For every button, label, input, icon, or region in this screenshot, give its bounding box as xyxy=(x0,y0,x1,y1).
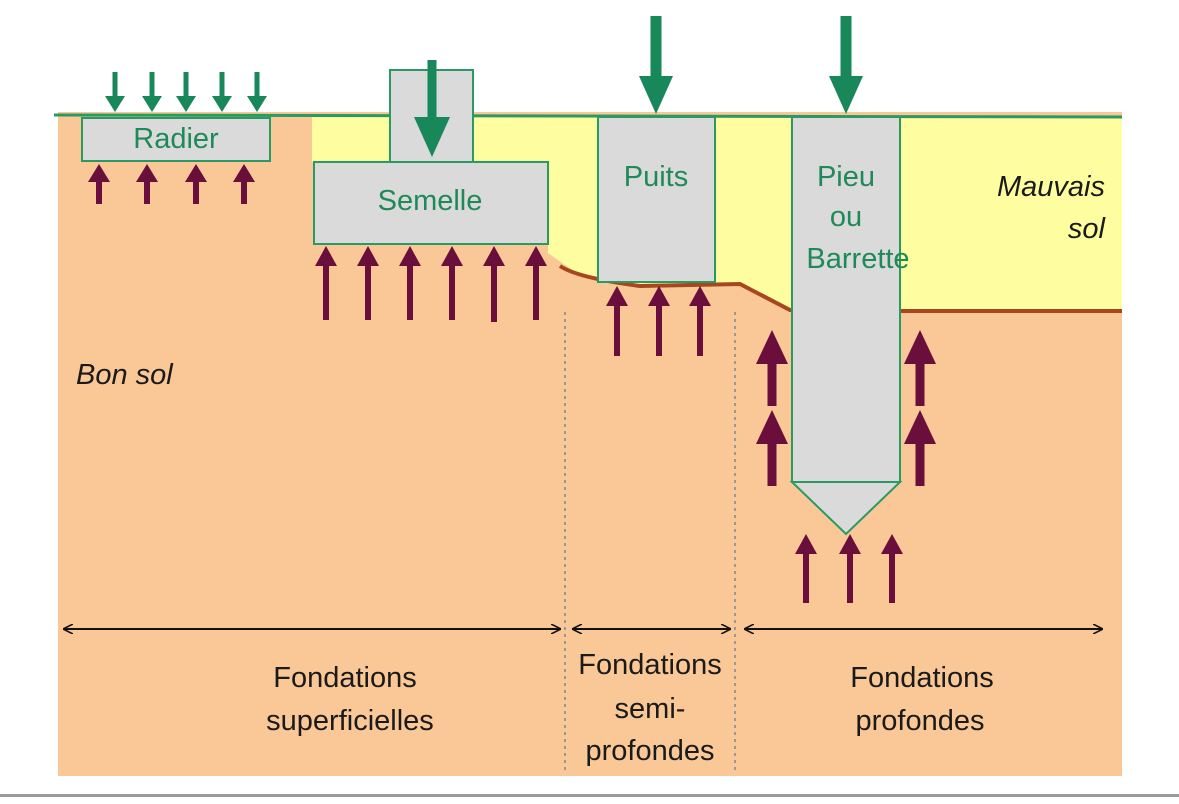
radier-load-arrow xyxy=(247,72,267,112)
puits-block xyxy=(597,116,716,283)
puits-reaction-arrow xyxy=(689,286,711,356)
pieu-friction-arrow xyxy=(756,410,788,486)
pieu-tip xyxy=(789,481,903,536)
pieu-shaft xyxy=(791,116,901,483)
profondes-label-line2: profondes xyxy=(856,705,985,737)
ground-surface-line xyxy=(53,113,1123,119)
bottom-border xyxy=(0,794,1179,797)
semelle-reaction-arrow xyxy=(399,246,421,320)
bon-sol-label: Bon sol xyxy=(76,359,174,391)
puits-reaction-arrow xyxy=(606,286,628,356)
semelle-reaction-arrow xyxy=(315,246,337,320)
radier-reaction-arrow xyxy=(233,164,255,204)
load-arrows xyxy=(105,16,863,157)
radier-load-arrow xyxy=(212,72,232,112)
profondes-label-line1: Fondations xyxy=(850,662,994,694)
semi-profondes-label-line1: Fondations xyxy=(578,649,722,681)
radier-label: Radier xyxy=(133,123,219,155)
puits-load-arrow xyxy=(639,16,673,114)
mauvais-sol-label-line1: Mauvais xyxy=(997,171,1105,203)
semelle-reaction-arrow xyxy=(441,246,463,320)
pieu-label-line3: Barrette xyxy=(806,243,909,275)
radier-load-arrow xyxy=(142,72,162,112)
pieu-friction-arrow xyxy=(904,330,936,406)
radier-reaction-arrow xyxy=(185,164,207,204)
semelle-load-arrow xyxy=(414,60,450,157)
superficielles-label-line1: Fondations xyxy=(273,662,417,694)
semelle-reaction-arrow xyxy=(357,246,379,320)
radier-load-arrow xyxy=(176,72,196,112)
semi-profondes-label-line2: semi- xyxy=(615,693,686,725)
semelle-reaction-arrow xyxy=(483,246,505,322)
bad-soil-layer xyxy=(312,116,1122,311)
semelle-footing xyxy=(313,161,549,245)
semelle-label: Semelle xyxy=(378,185,483,217)
semelle-reaction-arrow xyxy=(525,246,547,320)
pieu-friction-arrow xyxy=(756,330,788,406)
radier-reaction-arrow xyxy=(136,164,158,204)
pieu-tip-reaction-arrow xyxy=(881,534,903,603)
radier-reaction-arrow xyxy=(88,164,110,204)
semi-profondes-label-line3: profondes xyxy=(586,735,715,767)
mauvais-sol-label-line2: sol xyxy=(1068,213,1107,245)
pieu-label-line2: ou xyxy=(830,201,862,233)
superficielles-label-line2: superficielles xyxy=(266,705,434,737)
pieu-load-arrow xyxy=(829,16,863,114)
pieu-friction-arrow xyxy=(904,410,936,486)
pieu-tip-reaction-arrow xyxy=(839,534,861,603)
radier-load-arrow xyxy=(105,72,125,112)
radier-block xyxy=(81,117,271,162)
pieu-label-line1: Pieu xyxy=(817,161,875,193)
puits-reaction-arrow xyxy=(648,286,670,356)
pieu-tip-reaction-arrow xyxy=(795,534,817,603)
reaction-arrows xyxy=(88,164,936,603)
puits-label: Puits xyxy=(624,161,688,193)
